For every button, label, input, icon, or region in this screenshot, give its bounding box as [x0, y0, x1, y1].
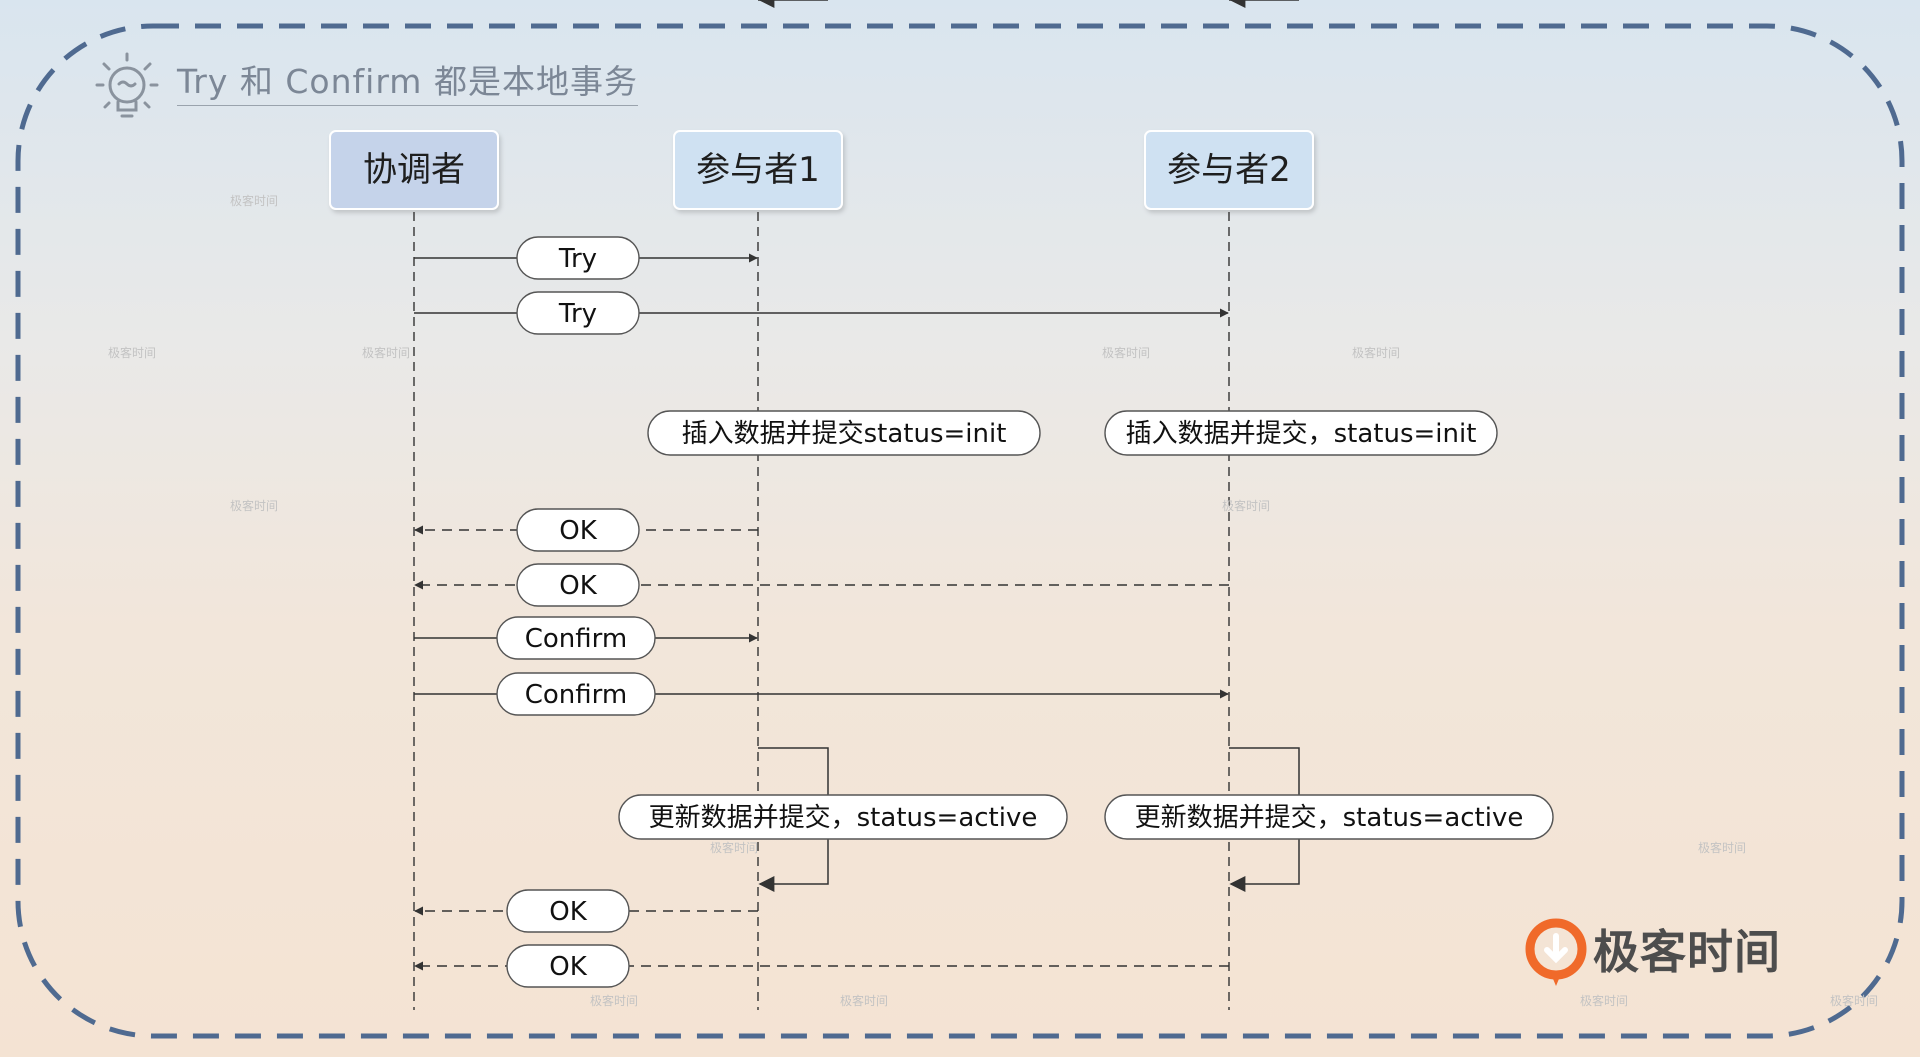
lightbulb-icon	[95, 52, 159, 118]
watermark: 极客时间	[1352, 346, 1401, 360]
message-label-pill	[618, 794, 1068, 840]
watermark: 极客时间	[1102, 346, 1151, 360]
watermark: 极客时间	[230, 194, 279, 208]
watermark: 极客时间	[230, 499, 279, 513]
watermark: 极客时间	[1830, 994, 1879, 1008]
message-label-pill	[516, 291, 640, 335]
message-label-pill	[1104, 410, 1498, 456]
message-label-pill	[516, 508, 640, 552]
message-label: OK	[559, 571, 597, 601]
message-label: 更新数据并提交，status=active	[1135, 803, 1524, 833]
participant-label: 协调者	[363, 150, 465, 190]
participant-box	[1144, 130, 1314, 210]
message-label: 更新数据并提交，status=active	[649, 803, 1038, 833]
message-label: OK	[559, 516, 597, 546]
message-label: OK	[549, 897, 587, 927]
brand-logo: 极客时间	[1525, 918, 1795, 988]
watermark: 极客时间	[1698, 841, 1747, 855]
logo-mark-icon	[1525, 918, 1587, 986]
message-label-pill	[647, 410, 1041, 456]
message-label-pill	[496, 672, 656, 716]
watermark: 极客时间	[108, 346, 157, 360]
participant-label: 参与者2	[1167, 150, 1291, 190]
message-label: Try	[558, 244, 597, 274]
message-label-pill	[496, 616, 656, 660]
message-label: Try	[558, 299, 597, 329]
message-label-pill	[506, 889, 630, 933]
message-label: 插入数据并提交status=init	[682, 419, 1007, 449]
watermark: 极客时间	[1222, 499, 1271, 513]
message-label: 插入数据并提交，status=init	[1126, 419, 1477, 449]
logo-text: 极客时间	[1593, 925, 1781, 979]
participant-box	[673, 130, 843, 210]
message-label: Confirm	[525, 680, 627, 710]
message-label: Confirm	[525, 624, 627, 654]
participant-box	[329, 130, 499, 210]
watermark: 极客时间	[840, 994, 889, 1008]
message-label-pill	[1104, 794, 1554, 840]
watermark: 极客时间	[362, 346, 411, 360]
message-label-pill	[516, 236, 640, 280]
participant-label: 参与者1	[696, 150, 820, 190]
watermark: 极客时间	[590, 994, 639, 1008]
message-label: OK	[549, 952, 587, 982]
message-label-pill	[506, 944, 630, 988]
message-label-pill	[516, 563, 640, 607]
watermark: 极客时间	[1580, 994, 1629, 1008]
watermark: 极客时间	[710, 841, 759, 855]
page-title: Try 和 Confirm 都是本地事务	[177, 60, 638, 106]
